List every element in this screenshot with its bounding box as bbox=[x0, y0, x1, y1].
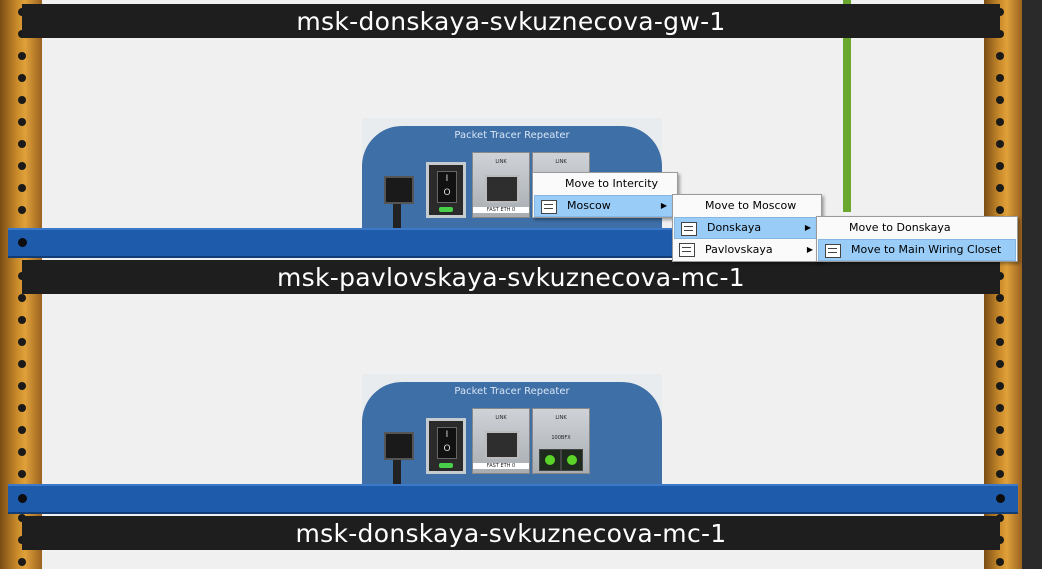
rail-hole bbox=[18, 360, 26, 368]
rail-hole bbox=[18, 206, 26, 214]
context-menu-level2: Move to Moscow Donskaya ▶ Pavlovskaya ▶ bbox=[672, 194, 822, 262]
menu-item-label: Donskaya bbox=[707, 221, 762, 234]
rail-hole bbox=[18, 96, 26, 104]
menu-item-label: Pavlovskaya bbox=[705, 243, 773, 256]
building-icon bbox=[679, 243, 695, 257]
port-label: LINK bbox=[555, 159, 567, 165]
rail-hole bbox=[996, 272, 1004, 280]
menu-item-moscow[interactable]: Moscow ▶ bbox=[534, 195, 676, 217]
menu-item-donskaya[interactable]: Donskaya ▶ bbox=[674, 217, 820, 239]
port-label: LINK bbox=[495, 415, 507, 421]
rail-hole bbox=[18, 448, 26, 456]
rail-hole bbox=[996, 74, 1004, 82]
submenu-arrow-icon: ▶ bbox=[804, 223, 811, 232]
port-label: LINK bbox=[495, 159, 507, 165]
green-cable[interactable] bbox=[843, 0, 851, 212]
building-icon bbox=[541, 200, 557, 214]
rail-hole bbox=[996, 52, 1004, 60]
menu-item-label: Move to Moscow bbox=[705, 199, 797, 212]
rack-shelf-2 bbox=[8, 484, 1018, 514]
port-fast-eth-0[interactable]: LINK FAST ETH 0 bbox=[472, 152, 530, 218]
menu-item-pavlovskaya[interactable]: Pavlovskaya ▶ bbox=[673, 239, 821, 261]
rail-hole bbox=[18, 426, 26, 434]
device-label-pavlovskaya: msk-pavlovskaya-svkuznecova-mc-1 bbox=[22, 260, 1000, 294]
menu-item-label: Moscow bbox=[567, 199, 611, 212]
rail-hole bbox=[18, 140, 26, 148]
menu-item-move-to-moscow[interactable]: Move to Moscow bbox=[673, 195, 821, 217]
device-label-gw: msk-donskaya-svkuznecova-gw-1 bbox=[22, 4, 1000, 38]
power-plug-icon bbox=[384, 432, 414, 460]
menu-item-label: Move to Intercity bbox=[565, 177, 659, 190]
port-fast-eth-0[interactable]: LINK FAST ETH 0 bbox=[472, 408, 530, 474]
rail-hole bbox=[996, 96, 1004, 104]
rail-hole bbox=[996, 426, 1004, 434]
rail-hole bbox=[996, 448, 1004, 456]
device-label-donskaya-mc: msk-donskaya-svkuznecova-mc-1 bbox=[22, 516, 1000, 550]
rail-hole bbox=[996, 294, 1004, 302]
rail-hole bbox=[996, 360, 1004, 368]
context-menu-level1: Move to Intercity Moscow ▶ bbox=[532, 172, 678, 218]
menu-item-move-to-donskaya[interactable]: Move to Donskaya bbox=[817, 217, 1017, 239]
rail-hole bbox=[996, 162, 1004, 170]
rail-hole bbox=[18, 558, 26, 566]
rail-hole bbox=[18, 162, 26, 170]
device-title: Packet Tracer Repeater bbox=[454, 386, 570, 397]
context-menu-level3: Move to Donskaya Move to Main Wiring Clo… bbox=[816, 216, 1018, 262]
rack-frame-right bbox=[1022, 0, 1042, 569]
rail-hole bbox=[18, 316, 26, 324]
rail-hole bbox=[996, 558, 1004, 566]
rail-hole bbox=[996, 206, 1004, 214]
building-icon bbox=[681, 222, 697, 236]
wiring-closet-icon bbox=[825, 244, 841, 258]
rail-hole bbox=[996, 536, 1004, 544]
rail-hole bbox=[996, 470, 1004, 478]
rail-hole bbox=[18, 338, 26, 346]
rail-hole bbox=[996, 382, 1004, 390]
rail-hole bbox=[18, 294, 26, 302]
menu-item-move-to-main-wiring-closet[interactable]: Move to Main Wiring Closet bbox=[818, 239, 1016, 261]
rail-hole bbox=[18, 404, 26, 412]
rail-hole bbox=[18, 382, 26, 390]
device-title: Packet Tracer Repeater bbox=[454, 130, 570, 141]
menu-item-label: Move to Main Wiring Closet bbox=[851, 243, 1002, 256]
rail-hole bbox=[18, 118, 26, 126]
menu-item-move-to-intercity[interactable]: Move to Intercity bbox=[533, 173, 677, 195]
port-label: LINK bbox=[555, 415, 567, 421]
rail-hole bbox=[996, 8, 1004, 16]
power-plug-icon bbox=[384, 176, 414, 204]
submenu-arrow-icon: ▶ bbox=[660, 201, 667, 210]
rail-hole bbox=[18, 74, 26, 82]
port-100bfx[interactable]: LINK 100BFX bbox=[532, 408, 590, 474]
rail-hole bbox=[996, 514, 1004, 522]
rail-hole bbox=[996, 184, 1004, 192]
rail-hole bbox=[996, 316, 1004, 324]
rail-hole bbox=[996, 140, 1004, 148]
port-name: 100BFX bbox=[551, 435, 571, 441]
menu-item-label: Move to Donskaya bbox=[849, 221, 951, 234]
submenu-arrow-icon: ▶ bbox=[806, 245, 813, 254]
rail-hole bbox=[18, 184, 26, 192]
port-name: FAST ETH 0 bbox=[473, 207, 529, 213]
rail-hole bbox=[18, 52, 26, 60]
rail-hole bbox=[996, 338, 1004, 346]
rail-hole bbox=[18, 470, 26, 478]
port-name: FAST ETH 0 bbox=[473, 463, 529, 469]
rail-hole bbox=[996, 30, 1004, 38]
rail-hole bbox=[996, 118, 1004, 126]
rail-hole bbox=[996, 404, 1004, 412]
